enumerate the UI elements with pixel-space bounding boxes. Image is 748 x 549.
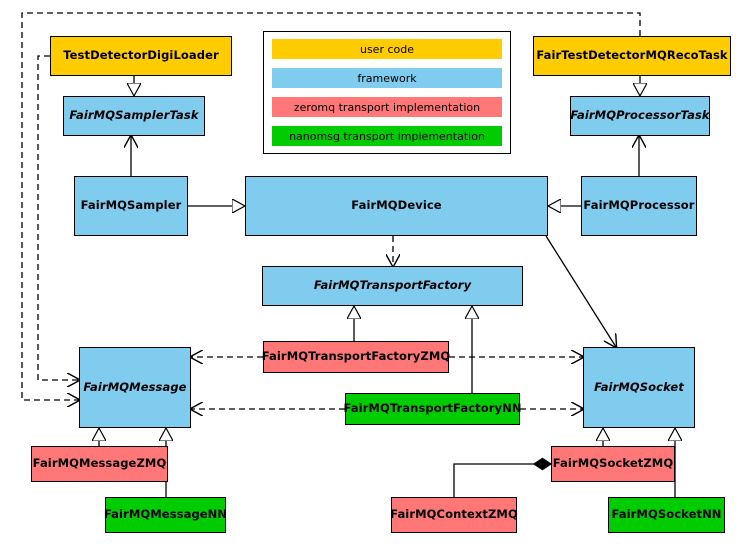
edge-device-socket [545,235,616,347]
legend: user code framework zeromq transport imp… [263,31,511,154]
class-box-label: FairMQTransportFactory [313,278,472,293]
legend-label: user code [359,42,415,56]
legend-item-nanomsg: nanomsg transport implementation [272,126,502,146]
class-box-fairtestdetectormqrecotask[interactable]: FairTestDetectorMQRecoTask [533,36,731,76]
class-box-label: FairMQSocketZMQ [552,456,674,471]
legend-item-zeromq: zeromq transport implementation [272,97,502,117]
class-box-label: FairMQProcessorTask [570,108,710,123]
class-box-fairmqdevice[interactable]: FairMQDevice [245,176,548,236]
class-box-label: FairMQSampler [80,198,182,213]
class-box-label: FairMQMessageNN [103,507,228,522]
class-box-label: FairMQMessage [83,379,187,394]
legend-item-framework: framework [272,68,502,88]
edge-recotask-message [21,12,641,400]
legend-item-user-code: user code [272,39,502,59]
class-box-fairmqtransportfactoryzmq[interactable]: FairMQTransportFactoryZMQ [261,341,451,373]
class-box-fairmqprocessor[interactable]: FairMQProcessor [581,176,697,236]
edge-contextzmq-socketzmq [453,464,551,497]
legend-label: framework [357,71,417,85]
class-box-label: FairMQMessageZMQ [32,456,167,471]
class-box-label: FairMQContextZMQ [390,507,518,522]
legend-label: zeromq transport implementation [293,100,481,114]
class-box-fairmqmessagezmq[interactable]: FairMQMessageZMQ [31,446,168,482]
class-box-label: FairMQSocket [594,379,684,394]
class-box-label: FairMQTransportFactoryNN [343,401,522,416]
class-box-fairmqsampler[interactable]: FairMQSampler [74,176,188,236]
class-box-fairmqmessagenn[interactable]: FairMQMessageNN [103,497,228,533]
class-box-fairmqsocketzmq[interactable]: FairMQSocketZMQ [551,446,675,482]
class-box-fairmqprocessortask[interactable]: FairMQProcessorTask [570,96,710,136]
class-box-fairmqsocketnn[interactable]: FairMQSocketNN [608,497,725,533]
class-box-label: FairMQSocketNN [611,507,722,522]
class-box-label: FairMQProcessor [583,198,695,213]
class-box-fairmqtransportfactorynn[interactable]: FairMQTransportFactoryNN [343,393,522,425]
class-box-label: FairMQTransportFactoryZMQ [261,349,451,364]
class-box-testdetectordigiloader[interactable]: TestDetectorDigiLoader [50,36,232,76]
class-box-label: FairMQSamplerTask [69,108,199,123]
class-box-fairmqsamplertask[interactable]: FairMQSamplerTask [63,96,205,136]
class-box-label: FairTestDetectorMQRecoTask [536,48,728,63]
legend-label: nanomsg transport implementation [289,129,485,143]
class-box-label: TestDetectorDigiLoader [63,48,219,63]
class-box-fairmqmessage[interactable]: FairMQMessage [79,347,191,428]
class-box-label: FairMQDevice [351,198,442,213]
class-box-fairmqsocket[interactable]: FairMQSocket [583,347,695,428]
edge-digiloader-message [37,55,79,380]
class-box-fairmqcontextzmq[interactable]: FairMQContextZMQ [390,497,518,533]
class-box-fairmqtransportfactory[interactable]: FairMQTransportFactory [262,266,523,306]
